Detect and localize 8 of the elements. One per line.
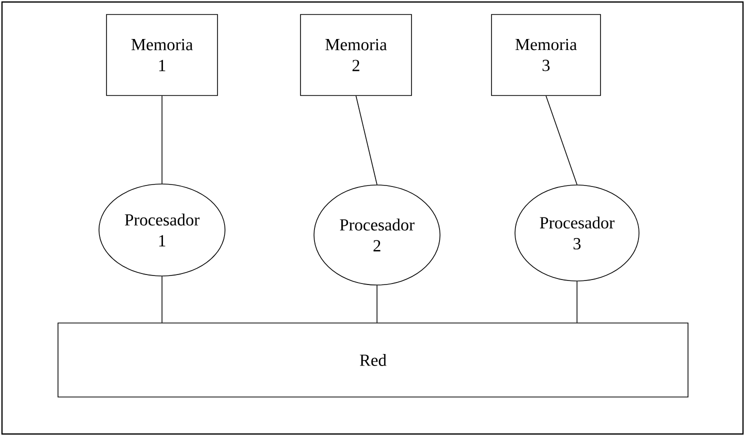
memory-box: Memoria 2	[300, 14, 412, 96]
memory-box: Memoria 3	[491, 14, 601, 96]
connector-line	[576, 281, 578, 323]
network-box: Red	[58, 322, 688, 398]
connector-line	[546, 96, 578, 185]
memory-box: Memoria 1	[106, 14, 218, 96]
connector-line	[376, 285, 378, 323]
connector-line	[356, 96, 378, 185]
